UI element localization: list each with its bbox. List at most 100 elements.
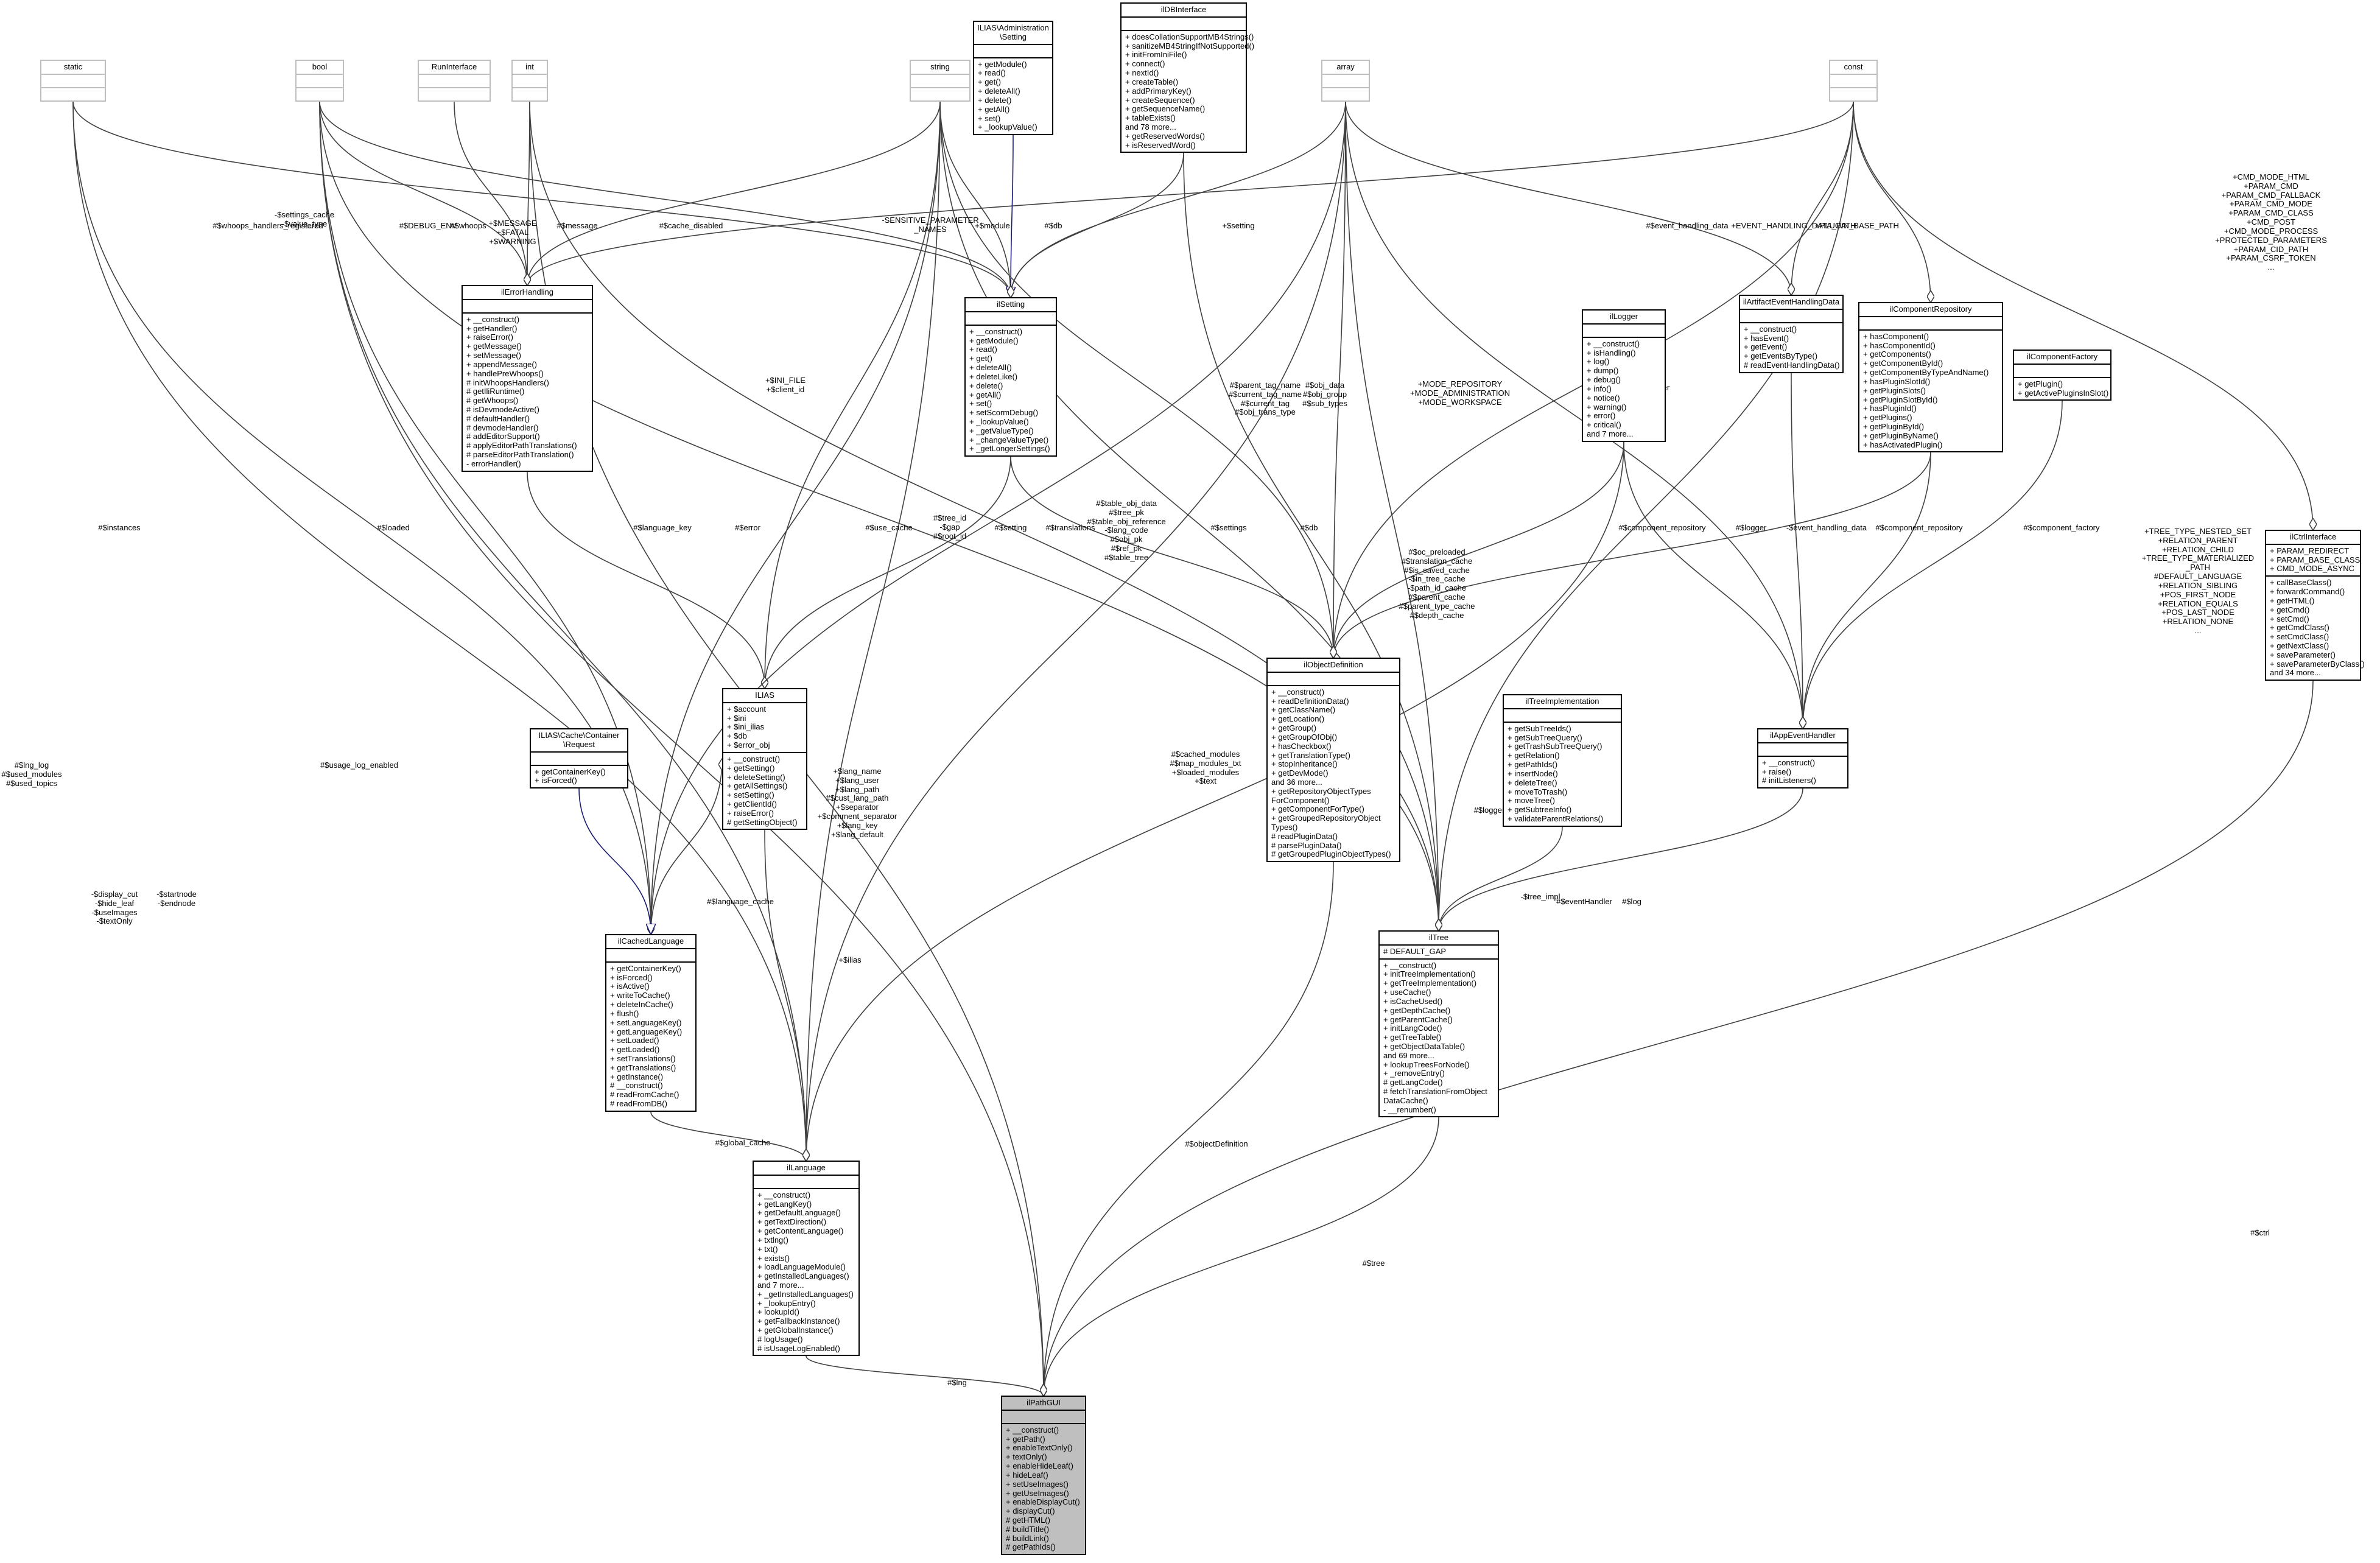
relation-edge-bool-to-ilpathgui — [319, 101, 1044, 1396]
relation-edge-array-to-ilartifacteventhandlingdata — [1345, 101, 1791, 295]
relation-edge-ilappeventhandler-to-iltree — [1439, 788, 1803, 930]
method-line: and 36 more... — [1271, 777, 1322, 787]
class-node-string[interactable]: string — [910, 60, 971, 102]
edge-label: #$loaded — [377, 523, 410, 532]
method-line: + exists() — [757, 1253, 790, 1263]
class-node-ilctrlinterface[interactable]: ilCtrlInterface+ PARAM_REDIRECT+ PARAM_B… — [2265, 530, 2365, 681]
class-title: ilObjectDefinition — [1268, 659, 1399, 673]
method-line: + getHTML() — [2270, 595, 2315, 605]
method-line: + getParentCache() — [1383, 1014, 1453, 1024]
class-node-iltreeimplementation[interactable]: ilTreeImplementation+ getSubTreeIds()+ g… — [1503, 694, 1622, 827]
method-line: # __construct() — [610, 1081, 663, 1091]
class-node-ildbinterface[interactable]: ilDBInterface+ doesCollationSupportMB4St… — [1120, 2, 1254, 153]
method-line: + getTextDirection() — [757, 1217, 827, 1227]
attribute-section — [754, 1176, 858, 1189]
method-line: + lookupTreesForNode() — [1383, 1059, 1470, 1069]
method-line: + getEvent() — [1744, 342, 1788, 352]
method-section: + __construct()+ isHandling()+ log()+ du… — [1583, 338, 1665, 441]
class-node-setting[interactable]: ILIAS\Administration \Setting+ getModule… — [973, 21, 1053, 136]
class-node-ilappeventhandler[interactable]: ilAppEventHandler+ __construct()+ raise(… — [1757, 728, 1848, 789]
method-line: + textOnly() — [1006, 1452, 1047, 1462]
method-line: + critical() — [1587, 420, 1621, 430]
class-node-ilerrorhandling[interactable]: ilErrorHandling+ __construct()+ getHandl… — [462, 285, 593, 472]
attribute-section — [1002, 1411, 1085, 1424]
method-line: + setScormDebug() — [969, 408, 1039, 418]
relation-edge-ilcomponentrepository-to-ilappeventhandler — [1803, 452, 1931, 728]
relation-edge-string-to-iltree — [939, 101, 1439, 930]
method-line: + getLangKey() — [757, 1199, 812, 1209]
method-section: + getModule()+ read()+ get()+ deleteAll(… — [974, 58, 1052, 135]
class-node-static[interactable]: static — [40, 60, 106, 102]
class-node-ilobjectdefinition[interactable]: ilObjectDefinition+ __construct()+ readD… — [1266, 658, 1400, 863]
method-section: + getPlugin()+ getActivePluginsInSlot() — [2014, 378, 2110, 400]
method-section: + getSubTreeIds()+ getSubTreeQuery()+ ge… — [1504, 723, 1621, 826]
method-line: + getLanguageKey() — [610, 1027, 683, 1036]
class-node-ilcachedlanguage[interactable]: ilCachedLanguage+ getContainerKey()+ isF… — [605, 934, 697, 1112]
attribute-section — [419, 75, 490, 88]
relation-edge-ilsetting-to-ilobjectdefinition — [1010, 456, 1333, 658]
class-node-runinterface[interactable]: RunInterface — [418, 60, 491, 102]
method-line: + hasComponent() — [1863, 331, 1929, 341]
class-node-ilcomponentrepository[interactable]: ilComponentRepository+ hasComponent()+ h… — [1858, 302, 2003, 453]
relation-edge-array-to-iltree — [1345, 101, 1439, 930]
method-section: + callBaseClass()+ forwardCommand()+ get… — [2266, 577, 2365, 680]
class-node-array[interactable]: array — [1321, 60, 1370, 102]
class-node-ilias[interactable]: ILIAS+ $account+ $ini+ $ini_ilias+ $db+ … — [722, 688, 807, 831]
method-line: # readPluginData() — [1271, 831, 1338, 841]
method-section: + doesCollationSupportMB4Strings()+ sani… — [1122, 31, 1254, 152]
relation-edge-setting-to-ilsetting — [1011, 135, 1013, 297]
class-node-ilcomponentfactory[interactable]: ilComponentFactory+ getPlugin()+ getActi… — [2013, 349, 2111, 401]
method-section — [419, 88, 490, 100]
method-line: + getModule() — [969, 335, 1019, 345]
class-node-int[interactable]: int — [511, 60, 548, 102]
attribute-section — [1830, 75, 1876, 88]
attribute-section — [513, 75, 547, 88]
method-line: + useCache() — [1383, 988, 1431, 997]
class-node-ilartifacteventhandlingdata[interactable]: ilArtifactEventHandlingData+ __construct… — [1739, 295, 1844, 373]
class-node-illogger[interactable]: ilLogger+ __construct()+ isHandling()+ l… — [1582, 309, 1666, 442]
relation-edge-array-to-ilobjectdefinition — [1333, 101, 1346, 658]
method-line: # getGroupedPluginObjectTypes() — [1271, 849, 1391, 859]
edge-label: +$ilias — [838, 955, 862, 964]
method-line: # readFromCache() — [610, 1090, 679, 1100]
method-line: + getGlobalInstance() — [757, 1326, 834, 1335]
class-title: ilTree — [1380, 932, 1498, 946]
relation-edge-ilerrorhandling-to-ilias — [527, 471, 765, 688]
method-line: + getLoaded() — [610, 1045, 660, 1055]
class-node-iltree[interactable]: ilTree# DEFAULT_GAP+ __construct()+ init… — [1378, 930, 1499, 1118]
class-node-request[interactable]: ILIAS\Cache\Container \Request+ getConta… — [530, 728, 628, 789]
method-section: + __construct()+ getHandler()+ raiseErro… — [463, 314, 592, 471]
attribute-line: + $db — [727, 731, 747, 741]
method-section — [1322, 88, 1369, 100]
method-line: + getComponents() — [1863, 349, 1931, 359]
relation-edge-bool-to-ilerrorhandling — [319, 101, 527, 285]
method-line: + __construct() — [727, 754, 781, 764]
relation-edge-ilcachedlanguage-to-illanguage — [650, 1111, 806, 1161]
class-node-const[interactable]: const — [1829, 60, 1878, 102]
method-line: + saveParameterByClass() — [2270, 659, 2365, 669]
method-line: + getEventsByType() — [1744, 351, 1818, 361]
method-line: + getFallbackInstance() — [757, 1316, 840, 1326]
class-node-bool[interactable]: bool — [295, 60, 344, 102]
method-line: + createTable() — [1125, 77, 1179, 86]
attribute-section — [297, 75, 343, 88]
method-section: + hasComponent()+ hasComponentId()+ getC… — [1859, 331, 2002, 452]
class-node-illanguage[interactable]: ilLanguage+ __construct()+ getLangKey()+… — [753, 1161, 860, 1357]
method-line: + getAll() — [969, 390, 1002, 399]
class-node-ilpathgui[interactable]: ilPathGUI+ __construct()+ getPath()+ ena… — [1001, 1396, 1086, 1556]
method-line: + getTreeImplementation() — [1383, 978, 1477, 988]
attribute-section — [463, 300, 592, 314]
relation-edge-const-to-ilcomponentrepository — [1853, 101, 1931, 302]
method-line: + getReservedWords() — [1125, 131, 1205, 141]
class-node-ilsetting[interactable]: ilSetting+ __construct()+ getModule()+ r… — [964, 297, 1057, 457]
method-line: + nextId() — [1125, 68, 1159, 78]
method-line: + debug() — [1587, 375, 1621, 385]
method-line: + getPathIds() — [1508, 760, 1558, 770]
method-line: + getSubtreeInfo() — [1508, 805, 1572, 815]
method-line: # defaultHandler() — [466, 413, 530, 423]
method-line: + getPluginSlots() — [1863, 385, 1926, 395]
method-line: + __construct() — [757, 1190, 811, 1199]
method-line: + _lookupEntry() — [757, 1298, 816, 1308]
method-line: + info() — [1587, 384, 1612, 393]
method-line: + hasEvent() — [1744, 333, 1789, 343]
